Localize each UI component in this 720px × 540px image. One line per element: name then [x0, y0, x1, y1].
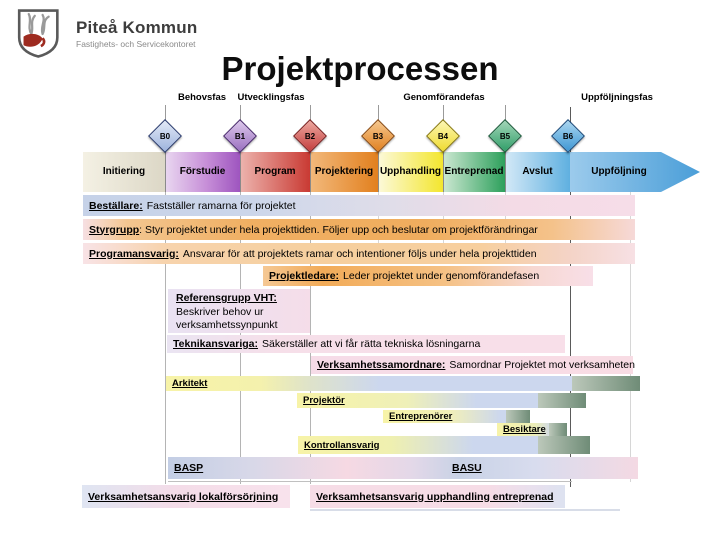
guide-tick [630, 192, 631, 482]
role-row-teknikansvariga: Teknikansvariga: Säkerställer att vi får… [167, 335, 565, 353]
role-desc: Säkerställer att vi får rätta tekniska l… [262, 338, 481, 350]
bar-end-cap [538, 393, 586, 408]
bar-end-cap [538, 436, 590, 454]
process-segment-forstudie: Förstudie [165, 152, 240, 192]
bar-end-cap [549, 423, 567, 436]
divider-line [310, 509, 620, 511]
role-desc: Samordnar Projektet mot verksamheten [449, 359, 635, 371]
role-box-referensgrupp-vht: Referensgrupp VHT: Beskriver behov ur ve… [168, 289, 310, 333]
role-label: Projektledare: [269, 270, 340, 282]
phase-label-genomforandefas: Genomförandefas [403, 92, 485, 103]
role-row-projektledare: Projektledare: Leder projektet under gen… [263, 266, 593, 286]
logo: Piteå Kommun Fastighets- och Servicekont… [14, 8, 244, 60]
milestone-stem [505, 105, 506, 124]
role-label: Entreprenörer [389, 411, 453, 422]
role-label: Styrgrupp [89, 223, 140, 236]
phase-label-behovsfas: Behovsfas [177, 92, 227, 103]
segment-boundary [378, 124, 379, 192]
role-row-basp-basu: BASP BASU [168, 457, 638, 479]
role-label: Besiktare [503, 424, 546, 435]
guide-line [165, 192, 166, 484]
role-label-basu: BASU [452, 462, 482, 474]
role-desc: Leder projektet under genomförandefasen [343, 270, 540, 282]
role-label: Beställare: [89, 199, 143, 212]
milestone-b0: B0 [148, 119, 182, 153]
role-bar-arkitekt: Arkitekt [166, 376, 640, 391]
milestone-stem [310, 105, 311, 124]
milestone-stem [443, 105, 444, 124]
role-row-programansvarig: Programansvarig: Ansvarar för att projek… [83, 243, 635, 264]
milestone-stem [378, 105, 379, 124]
process-segment-upphandling: Upphandling [378, 152, 443, 192]
role-label: Teknikansvariga: [173, 338, 259, 350]
milestone-stem [240, 105, 241, 124]
bar-end-cap [506, 410, 530, 423]
divider-line [168, 481, 572, 482]
coat-of-arms-icon [17, 9, 59, 58]
process-segment-avslut: Avslut [505, 152, 570, 192]
role-bar-besiktare: Besiktare [497, 423, 567, 436]
segment-boundary [443, 124, 444, 192]
role-bar-projektor: Projektör [297, 393, 586, 408]
role-row-verksamhetsansvarig-lokal: Verksamhetsansvarig lokalförsörjning [82, 485, 290, 508]
segment-boundary [165, 124, 166, 192]
role-desc: Beskriver behov ur verksamhetssynpunkt [176, 305, 278, 332]
role-bar-kontrollansvarig: Kontrollansvarig [298, 436, 590, 454]
bar-end-cap [572, 376, 640, 391]
page-title: Projektprocessen [221, 50, 499, 87]
role-desc: : Styr projektet under hela projekttiden… [139, 223, 538, 236]
role-row-verksamhetsansvarig-upphandling: Verksamhetsansvarig upphandling entrepre… [310, 485, 565, 508]
process-segment-initiering: Initiering [83, 152, 165, 192]
milestone-stem [165, 105, 166, 124]
role-label: Programansvarig: [89, 247, 179, 260]
role-desc: Fastställer ramarna för projektet [146, 199, 296, 212]
process-segment-program: Program [240, 152, 310, 192]
role-label: Projektör [303, 395, 345, 406]
process-segment-uppfoljning-arrow: Uppföljning [570, 152, 700, 192]
phase-label-utvecklingsfas: Utvecklingsfas [237, 92, 305, 103]
segment-boundary [310, 124, 311, 192]
role-label: Verksamhetssamordnare: [317, 359, 446, 371]
role-label: Arkitekt [172, 378, 208, 389]
milestone-b6: B6 [551, 119, 585, 153]
role-label-basp: BASP [174, 462, 204, 474]
role-bar-entreprenorer: Entreprenörer [383, 410, 530, 423]
segment-boundary [505, 124, 506, 192]
logo-dept-name: Fastighets- och Servicekontoret [76, 39, 196, 49]
milestone-b2: B2 [293, 119, 327, 153]
role-row-verksamhetssamordnare: Verksamhetssamordnare: Samordnar Projekt… [311, 356, 635, 374]
role-label: Verksamhetsansvarig lokalförsörjning [88, 490, 279, 503]
phase-label-uppfoljningsfas: Uppföljningsfas [581, 92, 653, 103]
role-label: Verksamhetsansvarig upphandling entrepre… [316, 490, 554, 503]
role-row-styrgrupp: Styrgrupp : Styr projektet under hela pr… [83, 219, 635, 240]
segment-boundary [240, 124, 241, 192]
milestone-b5: B5 [488, 119, 522, 153]
guide-line [570, 107, 571, 487]
milestone-b3: B3 [361, 119, 395, 153]
role-label: Referensgrupp VHT: [176, 292, 277, 304]
process-segment-entreprenad: Entreprenad [443, 152, 505, 192]
role-label: Kontrollansvarig [304, 439, 380, 451]
role-row-bestallare: Beställare: Fastställer ramarna för proj… [83, 195, 635, 216]
milestone-b1: B1 [223, 119, 257, 153]
process-segment-projektering: Projektering [310, 152, 378, 192]
milestone-b4: B4 [426, 119, 460, 153]
role-desc: Ansvarar för att projektets ramar och in… [182, 247, 537, 260]
logo-org-name: Piteå Kommun [76, 18, 198, 37]
